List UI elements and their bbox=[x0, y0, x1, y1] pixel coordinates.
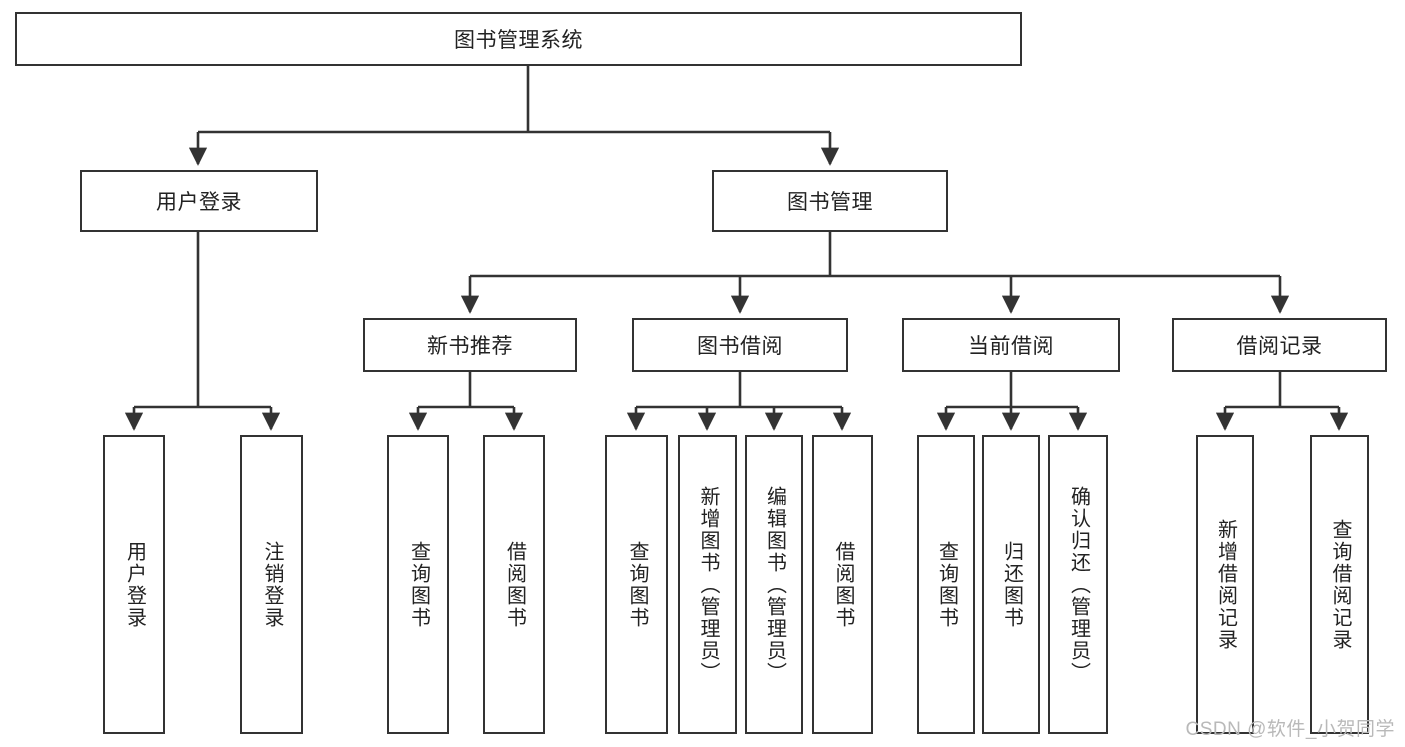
watermark-text: CSDN @软件_小贺同学 bbox=[1185, 719, 1395, 740]
node-book-management-label: 图书管理 bbox=[787, 191, 873, 214]
node-leaf-confirm-return-admin-label: 确认归还（管理员） bbox=[1067, 485, 1090, 684]
node-leaf-add-borrow-record-label: 新增借阅记录 bbox=[1214, 518, 1237, 651]
node-root-label: 图书管理系统 bbox=[454, 29, 583, 52]
node-leaf-user-login[interactable]: 用户登录 bbox=[103, 435, 165, 734]
node-book-management[interactable]: 图书管理 bbox=[712, 170, 948, 232]
node-borrow-records[interactable]: 借阅记录 bbox=[1172, 318, 1387, 372]
node-leaf-edit-book-admin[interactable]: 编辑图书（管理员） bbox=[745, 435, 803, 734]
node-borrow-records-label: 借阅记录 bbox=[1236, 335, 1323, 358]
node-leaf-borrow-books-borrow-label: 借阅图书 bbox=[832, 540, 854, 629]
node-leaf-query-borrow-record-label: 查询借阅记录 bbox=[1329, 518, 1351, 651]
node-leaf-query-borrow-record[interactable]: 查询借阅记录 bbox=[1310, 435, 1369, 734]
node-leaf-confirm-return-admin[interactable]: 确认归还（管理员） bbox=[1048, 435, 1108, 734]
node-current-borrow-label: 当前借阅 bbox=[968, 335, 1054, 358]
node-book-borrow-label: 图书借阅 bbox=[697, 335, 783, 358]
node-leaf-add-book-admin[interactable]: 新增图书（管理员） bbox=[678, 435, 737, 734]
node-leaf-query-books-current[interactable]: 查询图书 bbox=[917, 435, 975, 734]
node-leaf-user-logout-label: 注销登录 bbox=[261, 540, 283, 629]
node-leaf-query-books-borrow[interactable]: 查询图书 bbox=[605, 435, 668, 734]
node-user-login[interactable]: 用户登录 bbox=[80, 170, 318, 232]
node-leaf-add-borrow-record[interactable]: 新增借阅记录 bbox=[1196, 435, 1254, 734]
node-leaf-return-books-label: 归还图书 bbox=[1000, 540, 1023, 629]
node-leaf-borrow-books-rec[interactable]: 借阅图书 bbox=[483, 435, 545, 734]
node-leaf-query-books-rec[interactable]: 查询图书 bbox=[387, 435, 449, 734]
node-leaf-query-books-current-label: 查询图书 bbox=[935, 540, 958, 629]
node-leaf-edit-book-admin-label: 编辑图书（管理员） bbox=[763, 485, 786, 684]
node-new-book-recommend-label: 新书推荐 bbox=[427, 335, 513, 358]
node-current-borrow[interactable]: 当前借阅 bbox=[902, 318, 1120, 372]
node-leaf-borrow-books-rec-label: 借阅图书 bbox=[503, 540, 526, 629]
node-leaf-borrow-books-borrow[interactable]: 借阅图书 bbox=[812, 435, 873, 734]
node-root[interactable]: 图书管理系统 bbox=[15, 12, 1022, 66]
node-user-login-label: 用户登录 bbox=[156, 191, 242, 214]
node-leaf-query-books-rec-label: 查询图书 bbox=[407, 540, 430, 629]
node-leaf-query-books-borrow-label: 查询图书 bbox=[626, 540, 648, 629]
node-book-borrow[interactable]: 图书借阅 bbox=[632, 318, 848, 372]
node-leaf-user-logout[interactable]: 注销登录 bbox=[240, 435, 303, 734]
node-leaf-add-book-admin-label: 新增图书（管理员） bbox=[697, 485, 719, 684]
node-leaf-user-login-label: 用户登录 bbox=[123, 540, 146, 629]
node-leaf-return-books[interactable]: 归还图书 bbox=[982, 435, 1040, 734]
node-new-book-recommend[interactable]: 新书推荐 bbox=[363, 318, 577, 372]
